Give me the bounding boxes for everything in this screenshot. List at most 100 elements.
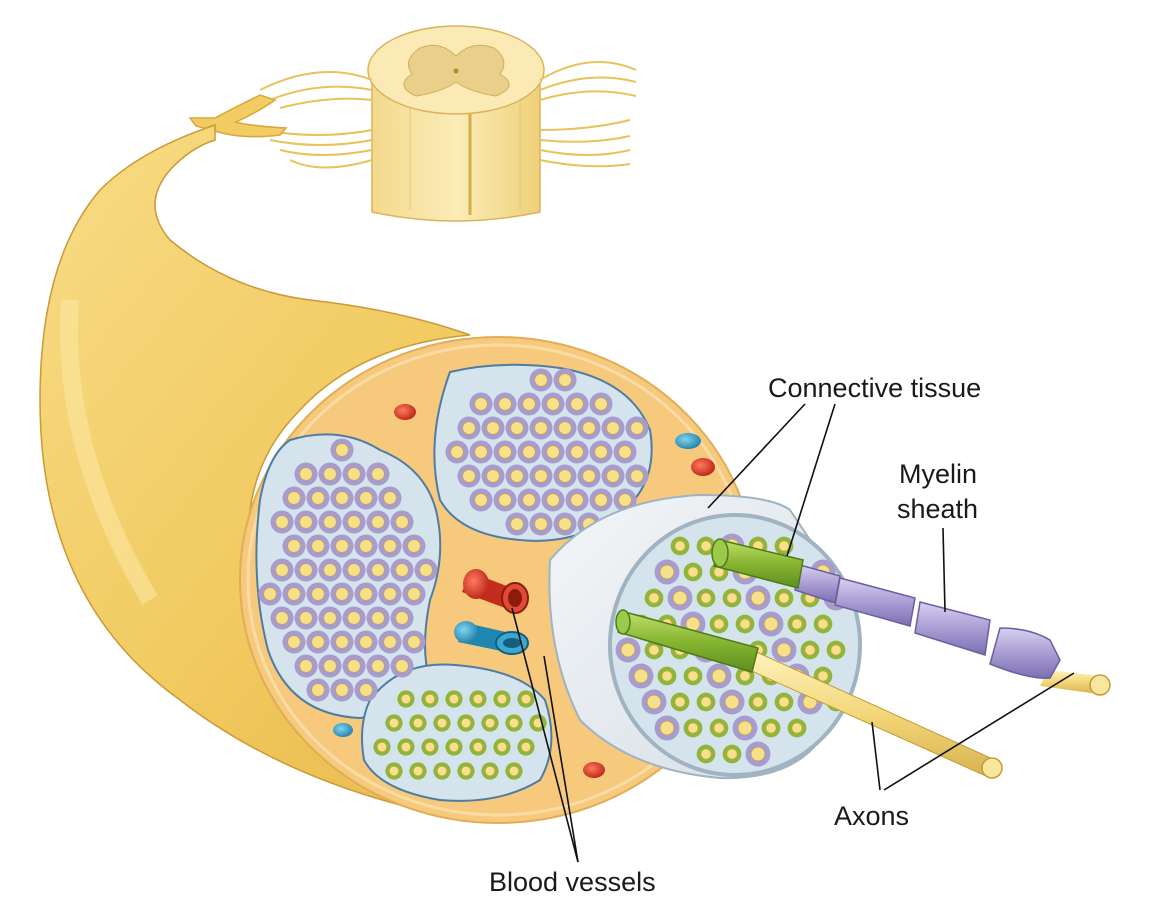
nerve-fiber-axon (674, 540, 686, 552)
nerve-fiber-axon (472, 693, 484, 705)
nerve-fiber-axon (646, 694, 662, 710)
nerve-fiber-axon (582, 421, 596, 435)
nerve-fiber-axon (347, 659, 361, 673)
nerve-fiber-axon (522, 445, 536, 459)
nerve-fiber-axon (496, 693, 508, 705)
myelinated-axon-lower (615, 609, 1003, 779)
nerve-fiber-axon (263, 587, 277, 601)
nerve-fiber-axon (419, 563, 433, 577)
nerve-fiber-axon (484, 717, 496, 729)
nerve-fiber-axon (486, 421, 500, 435)
nerve-fiber-axon (275, 563, 289, 577)
nerve-fiber-axon (558, 421, 572, 435)
fascicle-fibers (258, 368, 649, 780)
nerve-fiber-axon (570, 397, 584, 411)
nerve-fiber-axon (359, 491, 373, 505)
nerve-fiber-axon (383, 635, 397, 649)
nerve-fiber-axon (594, 493, 608, 507)
label-myelin-line1: Myelin (899, 459, 977, 489)
nerve-fiber-axon (424, 693, 436, 705)
nerve-fiber-axon (323, 611, 337, 625)
nerve-fiber-axon (750, 746, 766, 762)
nerve-fiber-axon (335, 587, 349, 601)
nerve-fiber-axon (311, 539, 325, 553)
nerve-fiber-axon (275, 515, 289, 529)
nerve-fiber-axon (674, 696, 686, 708)
nerve-fiber-axon (450, 445, 464, 459)
nerve-fiber-axon (498, 445, 512, 459)
nerve-fiber-axon (323, 467, 337, 481)
nerve-fiber-axon (424, 741, 436, 753)
nerve-fiber-axon (804, 644, 816, 656)
nerve-fiber-axon (462, 421, 476, 435)
nerve-fiber-axon (496, 741, 508, 753)
nerve-fiber-axon (462, 469, 476, 483)
nerve-fiber-axon (630, 469, 644, 483)
nerve-fiber-axon (752, 696, 764, 708)
nerve-fiber-axon (335, 635, 349, 649)
nerve-fiber-axon (335, 539, 349, 553)
nerve-fiber-axon (713, 722, 725, 734)
nerve-fiber-axon (371, 659, 385, 673)
label-axons: Axons (834, 801, 909, 831)
nerve-fiber-axon (570, 445, 584, 459)
nerve-fiber-axon (778, 592, 790, 604)
nerve-fiber-axon (498, 397, 512, 411)
nerve-fiber-axon (661, 670, 673, 682)
nerve-fiber-axon (546, 445, 560, 459)
nerve-fiber-axon (299, 611, 313, 625)
myelinated-axon-upper (711, 538, 1111, 696)
nerve-fiber-axon (737, 720, 753, 736)
nerve-fiber-axon (672, 590, 688, 606)
nerve-fiber-axon (570, 493, 584, 507)
nerve-fiber-axon (474, 397, 488, 411)
nerve-fiber-axon (510, 469, 524, 483)
nerve-fiber-axon (407, 635, 421, 649)
nerve-fiber-axon (383, 587, 397, 601)
nerve-fiber-axon (275, 611, 289, 625)
nerve-fiber-axon (311, 491, 325, 505)
nerve-fiber-axon (407, 539, 421, 553)
nerve-fiber-axon (534, 421, 548, 435)
nerve-fiber-axon (534, 517, 548, 531)
nerve-fiber-axon (508, 717, 520, 729)
nerve-fiber-axon (726, 748, 738, 760)
nerve-fiber-axon (620, 642, 636, 658)
nerve-fiber-axon (687, 722, 699, 734)
nerve-fiber-axon (659, 720, 675, 736)
nerve-fiber-axon (412, 717, 424, 729)
nerve-fiber-axon (460, 717, 472, 729)
nerve-fiber-axon (359, 587, 373, 601)
nerve-fiber-axon (323, 563, 337, 577)
nerve-fiber-axon (510, 517, 524, 531)
nerve-fiber-axon (371, 611, 385, 625)
nerve-fiber-axon (376, 741, 388, 753)
nerve-fiber-axon (287, 587, 301, 601)
nerve-fiber-axon (287, 491, 301, 505)
nerve-fiber-axon (448, 693, 460, 705)
nerve-fiber-axon (558, 373, 572, 387)
nerve-fiber-axon (400, 741, 412, 753)
label-myelin-line2: sheath (897, 494, 978, 524)
nerve-fiber-axon (347, 515, 361, 529)
nerve-fiber-axon (359, 683, 373, 697)
nerve-fiber-axon (778, 540, 790, 552)
nerve-fiber-axon (750, 590, 766, 606)
nerve-fiber-axon (582, 469, 596, 483)
nerve-fiber-axon (700, 592, 712, 604)
nerve-fiber-axon (558, 469, 572, 483)
nerve-fiber-axon (371, 467, 385, 481)
nerve-fiber-axon (287, 539, 301, 553)
nerve-fiber-axon (335, 683, 349, 697)
nerve-fiber-axon (648, 592, 660, 604)
nerve-fiber-axon (311, 587, 325, 601)
nerve-fiber-axon (532, 717, 544, 729)
nerve-fiber-axon (606, 421, 620, 435)
nerve-fiber-axon (359, 539, 373, 553)
nerve-fiber-axon (498, 493, 512, 507)
nerve-fiber-axon (546, 397, 560, 411)
nerve-fiber-axon (359, 635, 373, 649)
nerve-fiber-axon (400, 693, 412, 705)
nerve-fiber-axon (448, 741, 460, 753)
nerve-fiber-axon (713, 618, 725, 630)
